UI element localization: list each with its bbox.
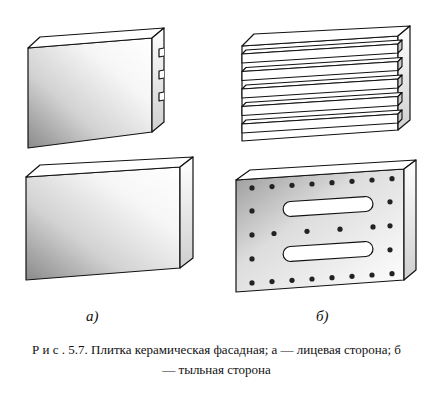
figure-caption: Р и с . 5.7. Плитка керамическая фасадна… — [30, 340, 403, 380]
panel-label: б) — [316, 308, 329, 325]
face-tile-upper — [28, 28, 164, 148]
panel-label: а) — [86, 308, 99, 325]
back-tile-ribbed — [242, 26, 410, 141]
back-tile-slotted — [236, 160, 416, 292]
face-tile-lower — [26, 157, 193, 280]
